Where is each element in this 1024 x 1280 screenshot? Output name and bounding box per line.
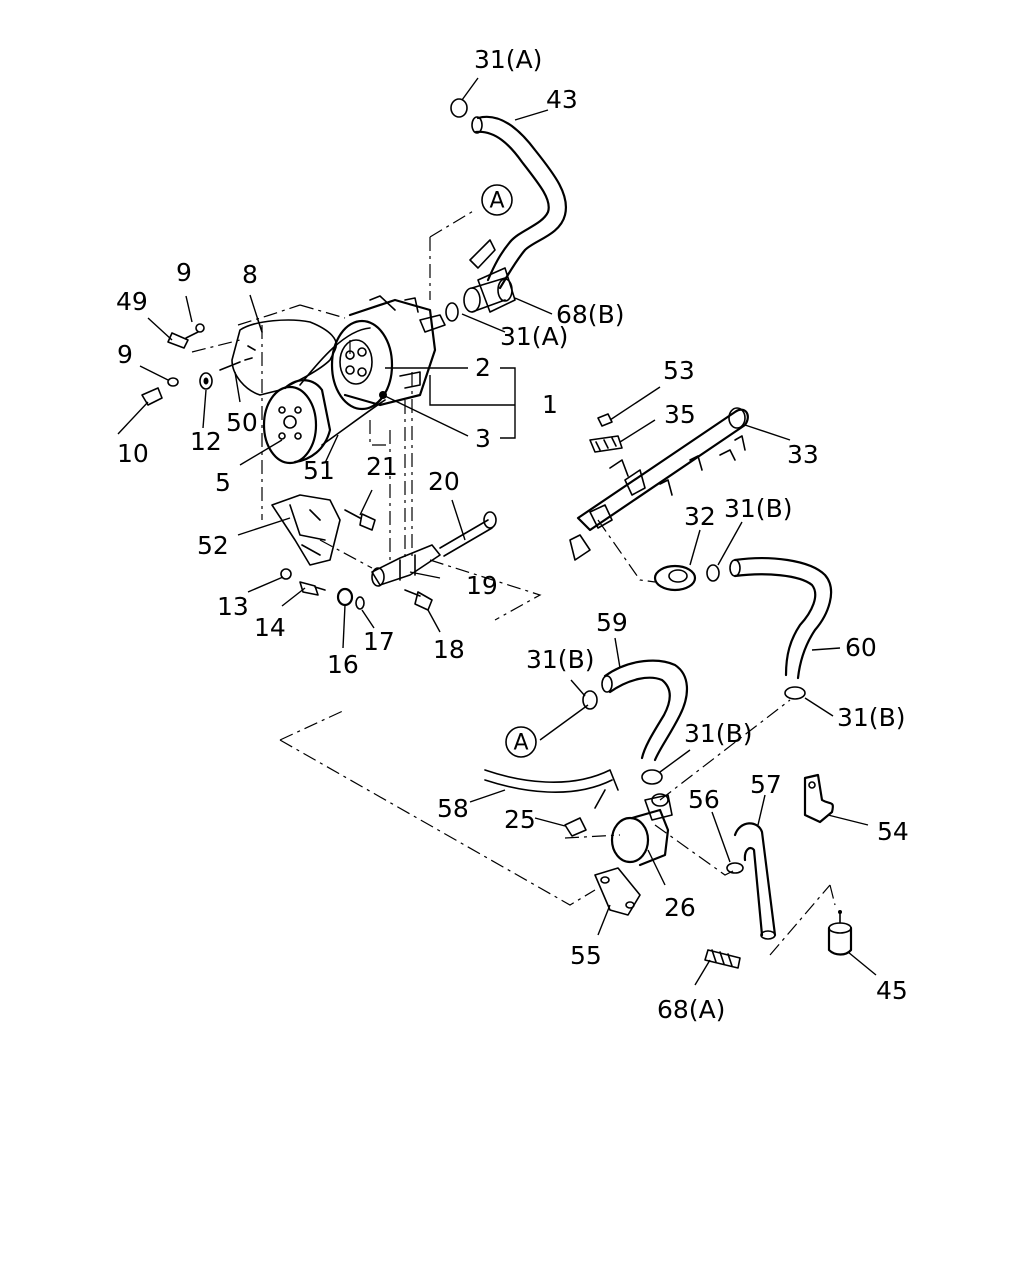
label-51: 51 [303,456,335,485]
manifold-33 [569,407,749,561]
thermostat-32 [653,564,697,592]
label-57: 57 [750,770,782,799]
label-43: 43 [546,85,578,114]
pump-assembly-1 [330,295,446,411]
label-31a-top: 31(A) [474,45,542,74]
label-18: 18 [433,635,465,664]
label-2: 2 [475,353,491,382]
label-21: 21 [366,452,398,481]
belt-51 [299,327,386,446]
cover-8 [231,319,337,396]
label-8: 8 [242,260,258,289]
label-31b-59: 31(B) [526,645,594,674]
label-3: 3 [475,424,491,453]
label-26: 26 [664,893,696,922]
bolt-20 [439,511,497,557]
label-31b-right: 31(B) [837,703,905,732]
label-56: 56 [688,785,720,814]
bracket-52 [271,494,341,566]
bolts-left [141,323,241,406]
leader-lines [117,77,877,986]
label-9-top: 9 [176,258,192,287]
bolt-21 [344,509,376,531]
label-19: 19 [466,571,498,600]
clip-35 [589,435,623,453]
clamp-68b [463,239,516,313]
clamp-31a-mid [445,302,459,322]
label-13: 13 [217,592,249,621]
pulley-5 [262,379,332,465]
pipe-58 [484,769,619,809]
label-31b-32: 31(B) [724,494,792,523]
label-9-mid: 9 [117,340,133,369]
nut-53 [597,413,613,427]
label-20: 20 [428,467,460,496]
clip-68a [704,949,741,969]
ref-a-top-label: A [489,189,504,214]
ref-a-bottom-label: A [513,731,528,756]
sensor-45 [827,910,853,956]
label-45: 45 [876,976,908,1005]
label-58: 58 [437,794,469,823]
label-31a-mid: 31(A) [500,322,568,351]
label-54: 54 [877,817,909,846]
label-68b: 68(B) [556,300,624,329]
label-1: 1 [542,390,558,419]
bolt-25 [564,817,587,837]
label-32: 32 [684,502,716,531]
label-31b-lower: 31(B) [684,719,752,748]
label-55: 55 [570,941,602,970]
label-12: 12 [190,427,222,456]
part-labels: 31(A) 43 68(B) 31(A) 2 1 3 9 8 49 9 10 1… [116,45,909,1024]
label-35: 35 [664,400,696,429]
label-10: 10 [117,439,149,468]
label-49: 49 [116,287,148,316]
clamp-31b-lower [641,769,663,785]
reference-lines [191,209,836,956]
bracket-55 [594,867,641,916]
ref-a-bottom: A [505,726,537,758]
label-53: 53 [663,356,695,385]
clamp-31b-32 [706,564,720,582]
label-17: 17 [363,627,395,656]
valve-26 [610,793,673,867]
clamp-31b-59 [582,690,598,710]
clamp-54 [803,773,834,824]
ref-a-top: A [481,184,513,216]
label-25: 25 [504,805,536,834]
label-52: 52 [197,531,229,560]
hose-59 [601,659,688,762]
clamp-31a-top [450,98,468,118]
label-33: 33 [787,440,819,469]
label-68a: 68(A) [657,995,725,1024]
label-60: 60 [845,633,877,662]
label-14: 14 [254,613,286,642]
hose-43 [471,115,568,290]
hose-57 [733,822,777,940]
hose-60 [729,557,833,680]
label-50: 50 [226,408,258,437]
clamp-31b-right [784,686,806,700]
tensioner-19 [371,544,441,587]
label-5: 5 [215,468,231,497]
clip-56 [726,862,744,874]
label-59: 59 [596,608,628,637]
label-16: 16 [327,650,359,679]
